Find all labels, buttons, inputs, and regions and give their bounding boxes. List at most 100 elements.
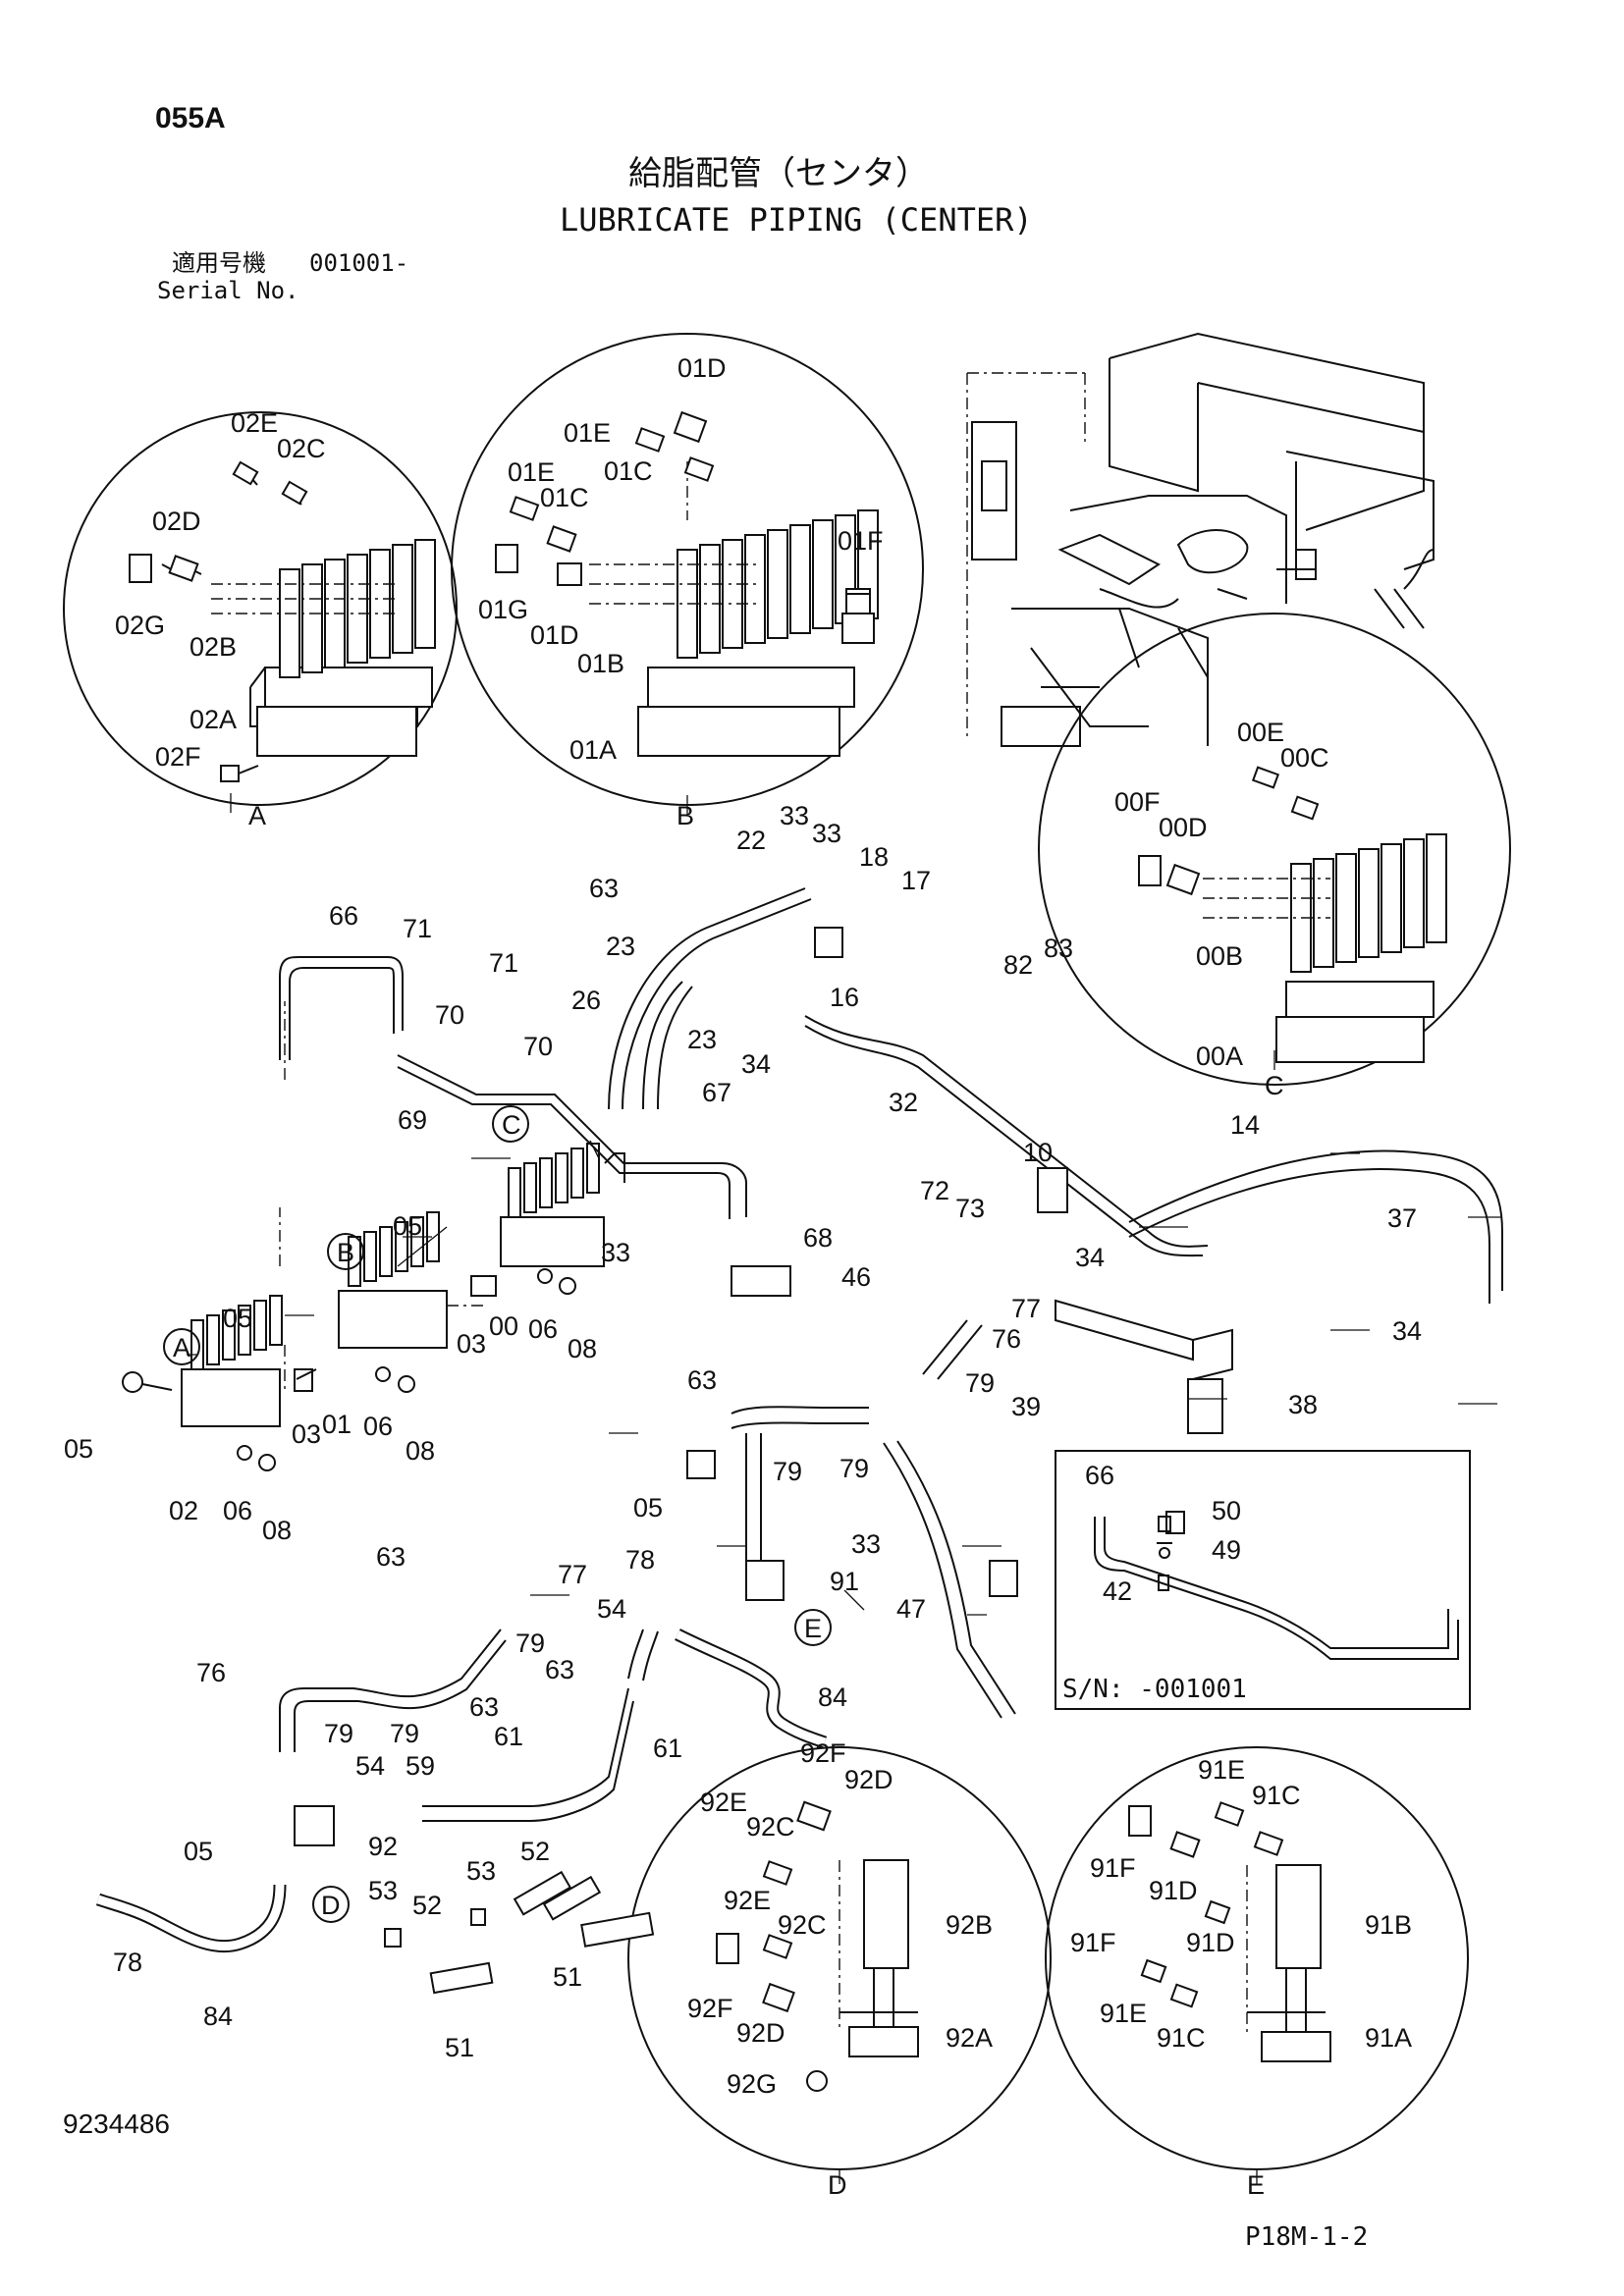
part-label: 23 [687, 1025, 717, 1054]
part-label: 91E [1198, 1755, 1245, 1785]
part-label: 16 [830, 983, 859, 1012]
part-label: 33 [812, 819, 841, 848]
part-label: 23 [606, 932, 635, 961]
part-label: 82 [1003, 950, 1033, 980]
part-label: 06 [223, 1496, 252, 1525]
part-label: 79 [390, 1719, 419, 1748]
serial-inset-box [1055, 1450, 1471, 1710]
part-label: 05 [184, 1837, 213, 1866]
part-label: 38 [1288, 1390, 1318, 1419]
leader-lines [187, 793, 1502, 2184]
part-label: 01A [569, 735, 617, 765]
part-label: 92C [778, 1910, 827, 1940]
part-label: 92F [800, 1738, 846, 1768]
manifold-connector-lines [279, 1001, 600, 1394]
part-label: 49 [1212, 1535, 1241, 1565]
part-label: 00E [1237, 718, 1284, 747]
detail-circle-c [1038, 613, 1511, 1086]
part-label: 84 [818, 1682, 847, 1712]
hose-84-upper [675, 1629, 828, 1749]
part-label: 05 [633, 1493, 663, 1522]
part-label: 00A [1196, 1041, 1243, 1071]
part-label: 18 [859, 842, 889, 872]
part-label: 91C [1157, 2023, 1206, 2053]
part-label: 63 [545, 1655, 574, 1684]
part-label: 00F [1114, 787, 1161, 817]
part-label: 01D [677, 353, 727, 383]
part-label: 79 [839, 1454, 869, 1483]
part-label: 73 [955, 1194, 985, 1223]
part-label: 17 [901, 866, 931, 895]
part-label: 08 [406, 1436, 435, 1466]
part-label: 92D [844, 1765, 893, 1794]
part-label: 34 [741, 1049, 771, 1079]
part-label: 92 [368, 1832, 398, 1861]
part-label: 51 [445, 2033, 474, 2062]
part-label: 02A [189, 705, 237, 734]
part-label: 54 [355, 1751, 385, 1781]
detail-c-manifold [1138, 766, 1447, 1063]
part-label: 01F [838, 526, 884, 556]
part-label: 37 [1387, 1203, 1417, 1233]
caption-d: D [828, 2170, 847, 2200]
part-label: 01G [478, 595, 528, 624]
part-label: 02D [152, 507, 201, 536]
part-label: 91 [830, 1567, 859, 1596]
part-label: 69 [398, 1105, 427, 1135]
part-label: 91A [1365, 2023, 1412, 2053]
detail-d-valve [716, 1800, 919, 2092]
part-label: 72 [920, 1176, 949, 1205]
hose-84-lower-inner [96, 1884, 285, 1951]
title-japanese: 給脂配管（センタ） [628, 154, 929, 193]
part-label: 02G [115, 611, 165, 640]
part-label: 52 [412, 1891, 442, 1920]
part-label: 47 [896, 1594, 926, 1624]
main-manifold-a [122, 1295, 283, 1471]
detail-callout-markers [163, 1105, 832, 1923]
hose-84-upper-inner [675, 1629, 827, 1747]
part-label: 77 [558, 1560, 587, 1589]
part-label: 66 [329, 901, 358, 931]
part-label: 02B [189, 632, 237, 662]
part-label: 61 [653, 1734, 682, 1763]
part-label: 08 [568, 1334, 597, 1363]
part-label: 63 [589, 874, 619, 903]
part-label: 91F [1090, 1853, 1136, 1883]
part-label: 68 [803, 1223, 833, 1253]
part-label: 06 [363, 1412, 393, 1441]
part-label: 34 [1075, 1243, 1105, 1272]
part-label: 01 [322, 1410, 352, 1439]
part-label: 33 [851, 1529, 881, 1559]
part-label: 46 [841, 1262, 871, 1292]
main-pipes [279, 887, 1503, 1822]
part-label: 70 [523, 1032, 553, 1061]
part-label: 01E [564, 418, 611, 448]
part-label: 91E [1100, 1999, 1147, 2028]
marker-b: B [337, 1238, 354, 1267]
part-label: 05 [64, 1434, 93, 1464]
fittings-and-blocks [294, 927, 1233, 1995]
serial-label-english: Serial No. [157, 277, 299, 304]
part-label: 92E [700, 1788, 747, 1817]
part-label: 10 [1023, 1138, 1053, 1167]
part-label: 33 [780, 801, 809, 830]
page-reference: P18M-1-2 [1245, 2222, 1369, 2252]
part-label: 05 [223, 1304, 252, 1333]
part-label: 01C [604, 456, 653, 486]
machine-body-sketch [966, 332, 1435, 747]
part-label: 52 [520, 1837, 550, 1866]
part-label: 92D [736, 2018, 785, 2048]
page-code: 055A [155, 102, 226, 134]
part-label: 78 [113, 1948, 142, 1977]
part-label: 34 [1392, 1316, 1422, 1346]
part-label: 92G [727, 2069, 777, 2099]
part-label: 92F [687, 1994, 733, 2023]
part-label: 00B [1196, 941, 1243, 971]
part-label: 53 [466, 1856, 496, 1886]
drawing-number: 9234486 [63, 2109, 171, 2139]
part-label: 76 [196, 1658, 226, 1687]
part-label: 92C [746, 1812, 795, 1842]
part-label: 50 [1212, 1496, 1241, 1525]
marker-e: E [804, 1614, 822, 1643]
part-label: 79 [773, 1457, 802, 1486]
